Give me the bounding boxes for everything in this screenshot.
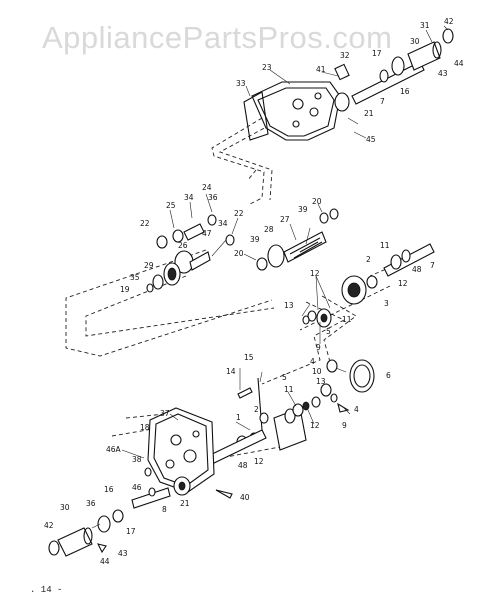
callout-48: 48 xyxy=(238,461,248,470)
callout-7: 7 xyxy=(430,261,435,270)
callout-21: 21 xyxy=(364,109,374,118)
callout-labels: 42 31 23 41 32 17 30 43 44 33 16 7 21 45… xyxy=(44,17,464,566)
callout-34: 34 xyxy=(218,219,228,228)
callout-16: 16 xyxy=(400,87,410,96)
callout-7: 7 xyxy=(380,97,385,106)
callout-3: 3 xyxy=(384,299,389,308)
callout-6: 6 xyxy=(386,371,391,380)
callout-37: 37 xyxy=(160,409,170,418)
callout-11: 11 xyxy=(284,385,294,394)
callout-42: 42 xyxy=(44,521,54,530)
callout-13: 13 xyxy=(284,301,294,310)
callout-33: 33 xyxy=(236,79,246,88)
callout-22: 22 xyxy=(140,219,150,228)
callout-44: 44 xyxy=(454,59,464,68)
lower-ring-gear xyxy=(320,359,375,413)
callout-11: 11 xyxy=(380,241,390,250)
leader-lines xyxy=(91,25,449,529)
callout-17: 17 xyxy=(372,49,382,58)
callout-4: 4 xyxy=(354,405,359,414)
callout-34: 34 xyxy=(184,193,194,202)
callout-44: 44 xyxy=(100,557,110,566)
callout-36: 36 xyxy=(86,499,96,508)
callout-45: 45 xyxy=(366,135,376,144)
callout-17: 17 xyxy=(126,527,136,536)
callout-35: 35 xyxy=(130,273,140,282)
callout-43: 43 xyxy=(118,549,128,558)
watermark: AppliancePartsPros.com xyxy=(42,20,392,55)
callout-15: 15 xyxy=(244,353,254,362)
callout-32: 32 xyxy=(340,51,350,60)
callout-16: 16 xyxy=(104,485,114,494)
callout-2: 2 xyxy=(366,255,371,264)
callout-43: 43 xyxy=(438,69,448,78)
callout-23: 23 xyxy=(262,63,272,72)
callout-5: 5 xyxy=(326,327,331,336)
callout-10: 10 xyxy=(312,367,322,376)
callout-30: 30 xyxy=(410,37,420,46)
lower-left-shaft xyxy=(48,467,233,557)
callout-8: 8 xyxy=(162,505,167,514)
callout-42: 42 xyxy=(444,17,454,26)
callout-25: 25 xyxy=(166,201,176,210)
callout-39: 39 xyxy=(250,235,260,244)
callout-28: 28 xyxy=(264,225,274,234)
callout-26: 26 xyxy=(178,241,188,250)
callout-14: 14 xyxy=(226,367,236,376)
callout-12: 12 xyxy=(398,279,408,288)
callout-12: 12 xyxy=(310,421,320,430)
callout-46A: 46A xyxy=(106,445,122,454)
callout-36: 36 xyxy=(208,193,218,202)
callout-27: 27 xyxy=(280,215,290,224)
callout-21: 21 xyxy=(180,499,190,508)
callout-40: 40 xyxy=(240,493,250,502)
page-number: . 14 - xyxy=(30,585,62,595)
callout-47: 47 xyxy=(202,229,212,238)
middle-left-gears xyxy=(146,208,339,293)
callout-9: 9 xyxy=(342,421,347,430)
callout-18: 18 xyxy=(140,423,150,432)
callout-12: 12 xyxy=(254,457,264,466)
callout-1: 1 xyxy=(236,413,241,422)
callout-12: 12 xyxy=(310,269,320,278)
callout-9: 9 xyxy=(316,343,321,352)
callout-13: 13 xyxy=(316,377,326,386)
callout-20: 20 xyxy=(234,249,244,258)
callout-38: 38 xyxy=(132,455,142,464)
callout-48: 48 xyxy=(412,265,422,274)
callout-5: 5 xyxy=(282,373,287,382)
callout-46: 46 xyxy=(132,483,142,492)
callout-31: 31 xyxy=(420,21,430,30)
callout-19: 19 xyxy=(120,285,130,294)
upper-housing xyxy=(243,81,341,141)
callout-24: 24 xyxy=(202,183,212,192)
callout-4: 4 xyxy=(310,357,315,366)
middle-right-shaft xyxy=(302,243,435,328)
callout-41: 41 xyxy=(316,65,326,74)
callout-39: 39 xyxy=(298,205,308,214)
callout-29: 29 xyxy=(144,261,154,270)
callout-20: 20 xyxy=(312,197,322,206)
callout-2: 2 xyxy=(254,405,259,414)
callout-30: 30 xyxy=(60,503,70,512)
upper-shaft-assembly xyxy=(334,28,454,125)
callout-11: 11 xyxy=(342,315,352,324)
lower-housing xyxy=(147,407,215,496)
lower-middle-parts xyxy=(207,377,321,465)
callout-22: 22 xyxy=(234,209,244,218)
